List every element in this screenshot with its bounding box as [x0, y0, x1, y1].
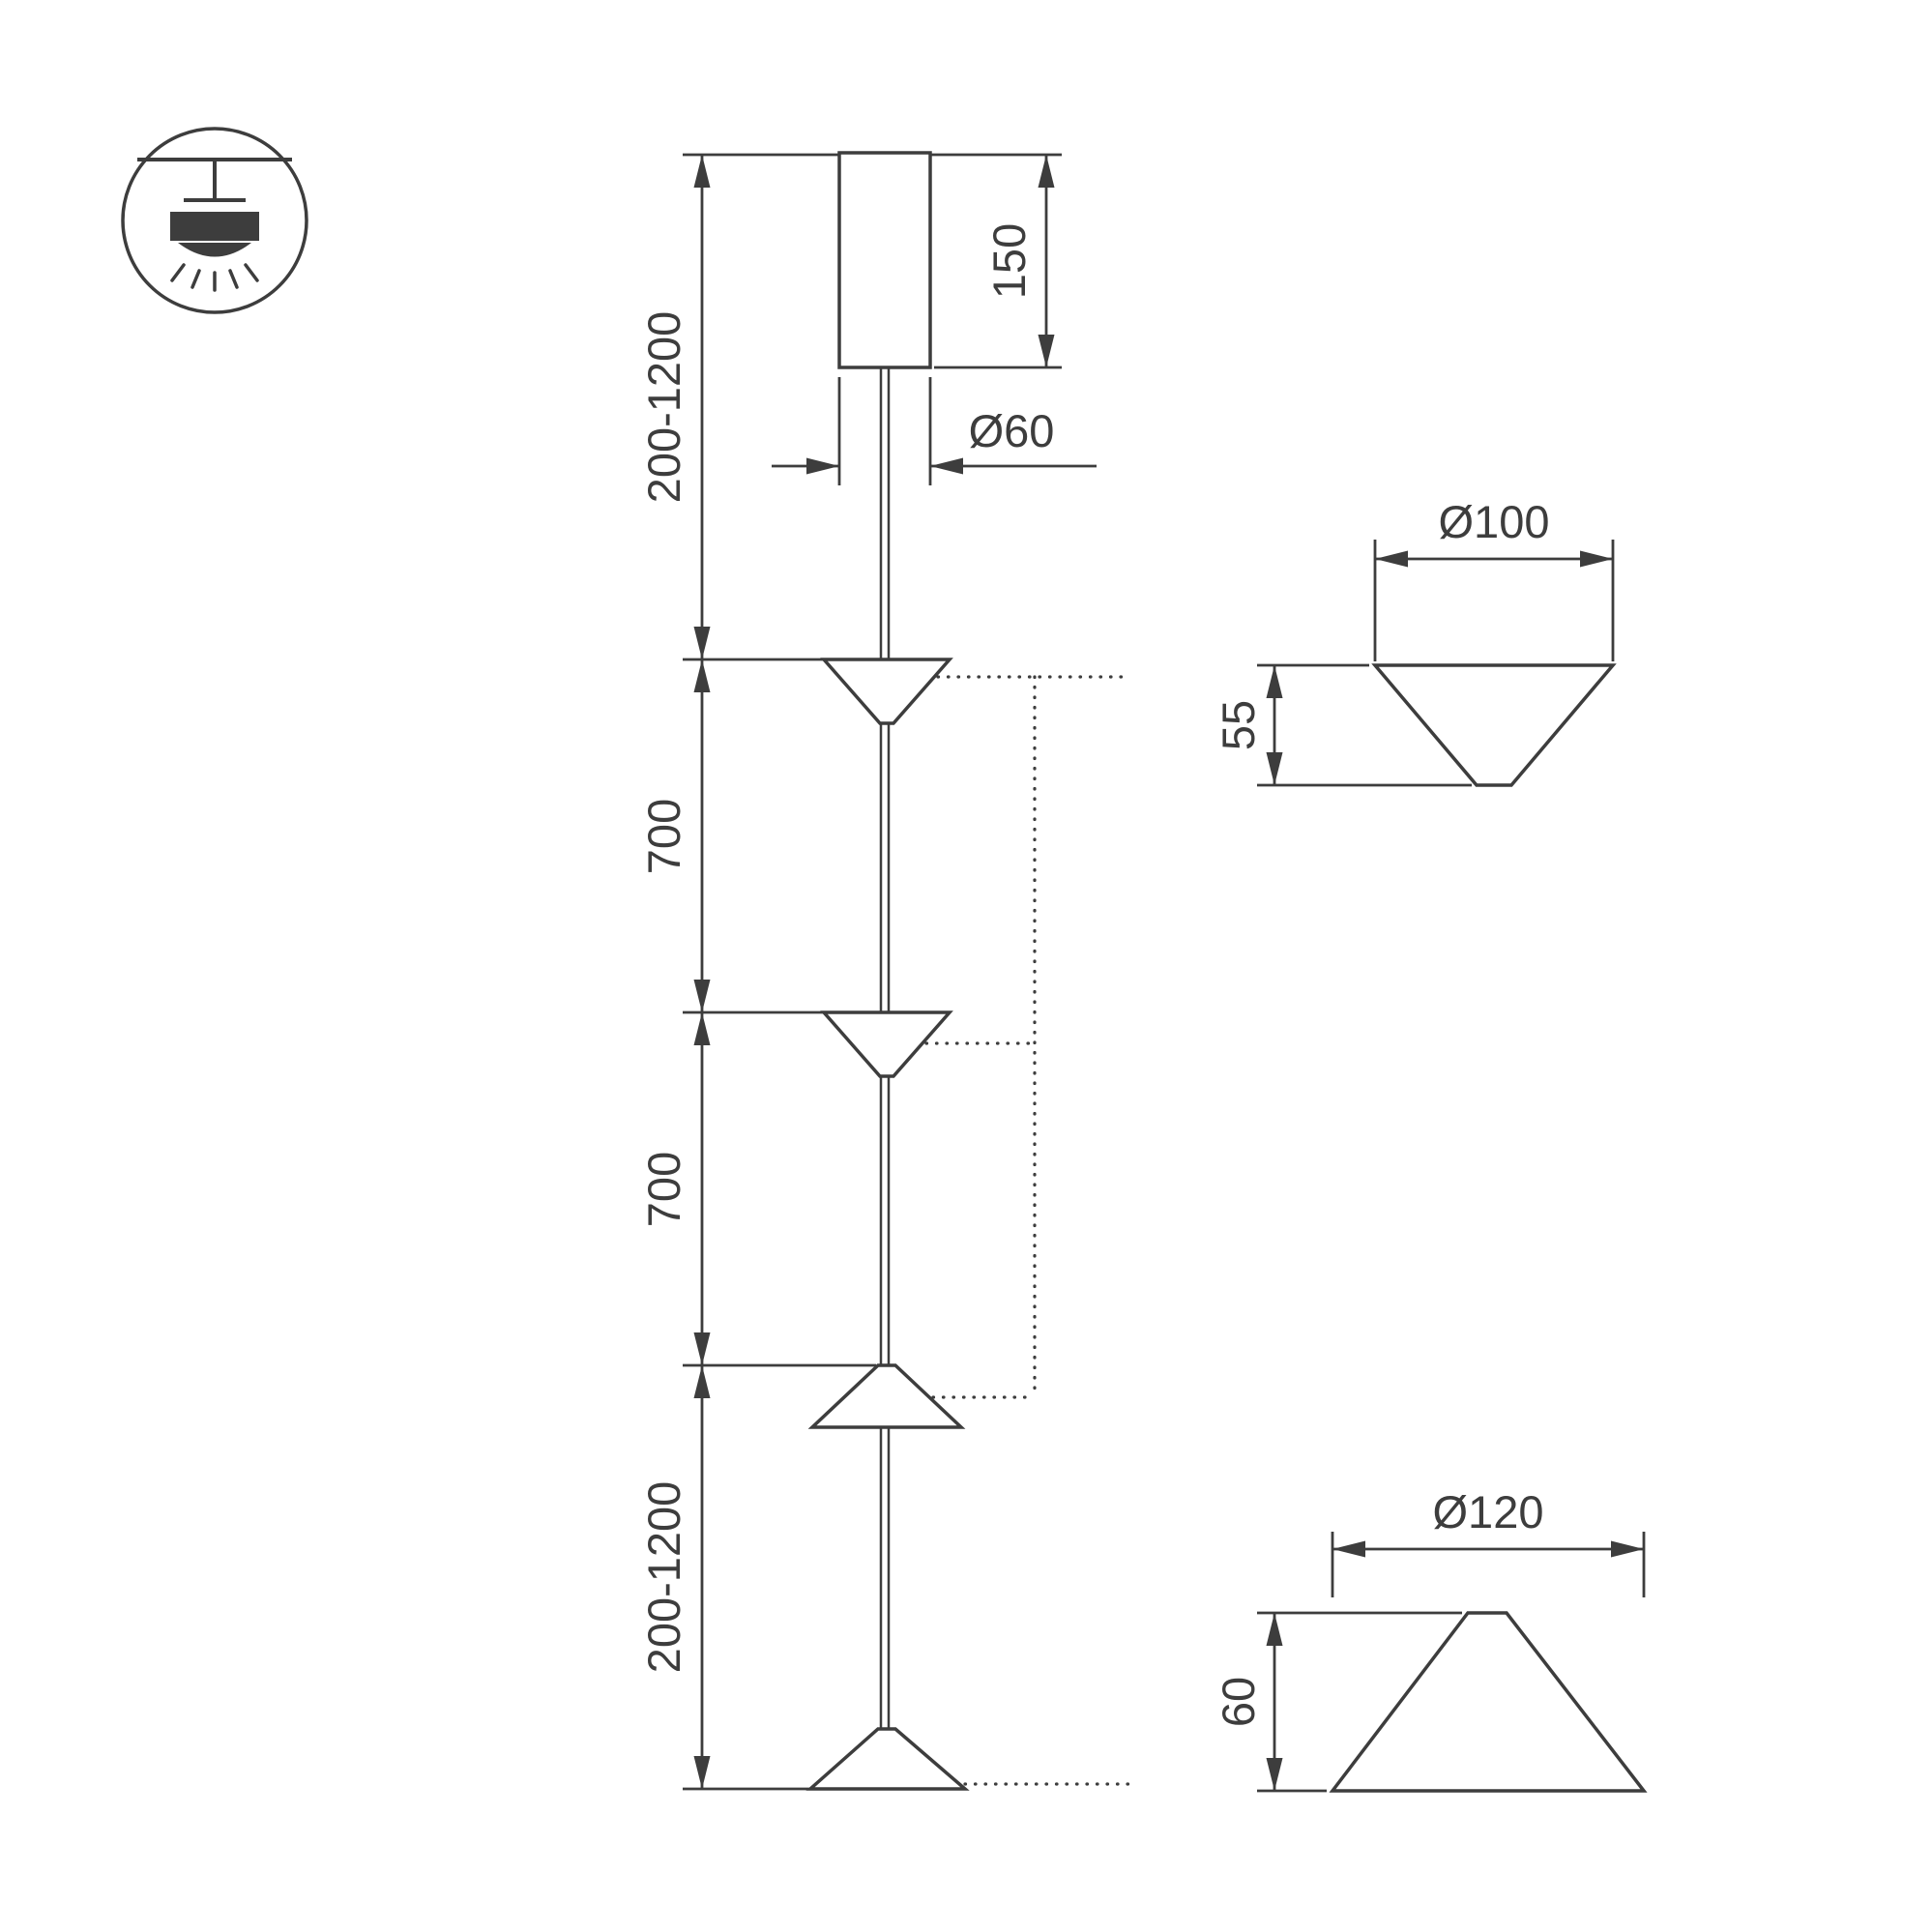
icon-lamp-diffuser — [178, 243, 251, 257]
dim-label-suspension-top: 200-1200 — [638, 311, 689, 504]
reference-dotted-lines — [924, 675, 1131, 1786]
dim-label-large-cone-height: 60 — [1213, 1677, 1264, 1727]
dim-label-canopy-diameter: Ø60 — [969, 405, 1055, 456]
cone-2-down — [820, 1010, 953, 1078]
large-cone-outline — [1329, 1611, 1648, 1793]
small-cone-outline — [1371, 663, 1617, 787]
icon-light-rays — [170, 263, 259, 292]
cone-4-up — [805, 1727, 970, 1791]
canopy-diameter-dimension: Ø60 — [772, 377, 1097, 485]
dim-label-canopy-height: 150 — [983, 223, 1035, 299]
front-view — [805, 151, 970, 1791]
dim-label-small-cone-diameter: Ø100 — [1439, 496, 1550, 547]
cone-3-up — [807, 1363, 966, 1429]
detail-small-cone: Ø100 55 — [1213, 496, 1617, 787]
canopy — [837, 151, 932, 369]
icon-circle-border — [121, 127, 308, 314]
detail-large-cone: Ø120 60 — [1213, 1486, 1648, 1793]
ceiling-mount-icon — [121, 127, 308, 314]
dim-label-spacing-lower: 700 — [638, 1152, 689, 1227]
icon-lamp-body — [170, 212, 259, 241]
dim-label-spacing-upper: 700 — [638, 799, 689, 874]
cone-1-down — [820, 658, 953, 725]
dim-label-large-cone-diameter: Ø120 — [1433, 1486, 1544, 1537]
dim-label-small-cone-height: 55 — [1213, 700, 1264, 750]
dim-label-suspension-bottom: 200-1200 — [638, 1481, 689, 1674]
canopy-height-dimension: 150 — [930, 153, 1062, 369]
vertical-dimension-chain: 200-1200 700 700 200-1200 — [638, 153, 876, 1791]
